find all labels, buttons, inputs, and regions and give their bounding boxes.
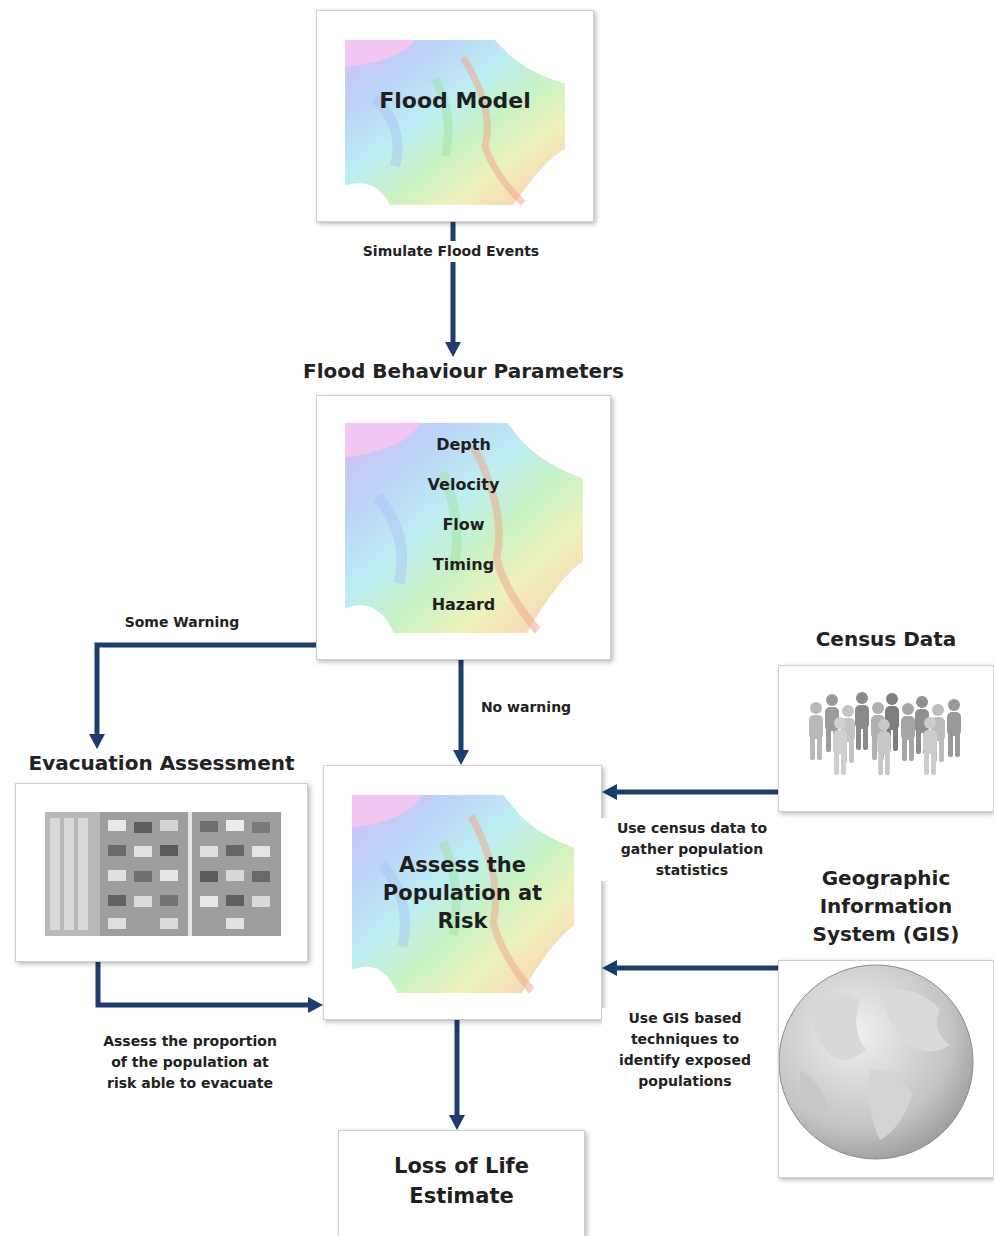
- flood-map-image: [345, 423, 583, 633]
- box-frame: [778, 960, 994, 1178]
- data-source-box: Geographic Information System (GIS): [778, 864, 994, 1178]
- box-frame: DepthVelocityFlowTimingHazard: [316, 395, 611, 660]
- arrow-head: [602, 960, 617, 976]
- node-heading: Evacuation Assessment: [5, 749, 318, 777]
- box-frame: [15, 783, 308, 962]
- arrow-line: [98, 962, 310, 1005]
- node-heading: Geographic Information System (GIS): [778, 864, 994, 948]
- arrow-head: [449, 1115, 465, 1130]
- edge-label: Use census data to gather population sta…: [599, 818, 785, 881]
- flow-arrow: [89, 645, 316, 749]
- arrow-head: [453, 750, 469, 765]
- edge-label: Some Warning: [122, 612, 243, 633]
- edge-label: Simulate Flood Events: [360, 241, 542, 262]
- edge-label: Assess the proportion of the population …: [100, 1031, 281, 1094]
- flood-map-image: [345, 40, 565, 205]
- flood-map-image: [352, 795, 574, 993]
- box-text: Velocity: [428, 465, 500, 505]
- crowd-image: [809, 692, 961, 775]
- box-text: Flood Model: [379, 87, 530, 115]
- process-box: Assess the Population at Risk: [323, 765, 602, 1020]
- data-source-box: Census Data: [778, 625, 994, 812]
- edge-label: No warning: [478, 697, 574, 718]
- flow-arrow: [602, 784, 778, 800]
- flow-arrow: [449, 1020, 465, 1130]
- flow-arrow: [453, 660, 469, 765]
- box-frame: [778, 665, 994, 812]
- parameter-box: Flood Behaviour ParametersDepthVelocityF…: [316, 357, 611, 660]
- arrow-line: [615, 790, 778, 795]
- globe-image: [779, 965, 973, 1159]
- box-frame: Assess the Population at Risk: [323, 765, 602, 1020]
- box-text: Timing: [433, 545, 494, 585]
- node-heading: Flood Behaviour Parameters: [246, 357, 681, 385]
- arrow-line: [97, 645, 316, 736]
- flow-arrow: [98, 962, 323, 1013]
- arrow-head: [308, 997, 323, 1013]
- arrow-line: [455, 1020, 460, 1117]
- edge-label: Use GIS based techniques to identify exp…: [602, 1008, 768, 1092]
- arrow-head: [89, 734, 105, 749]
- arrow-line: [615, 966, 778, 971]
- arrow-head: [602, 784, 617, 800]
- traffic-image: [45, 812, 281, 936]
- process-box: Evacuation Assessment: [15, 749, 308, 962]
- arrow-head: [445, 342, 461, 357]
- box-frame: Loss of Life Estimate: [338, 1130, 585, 1236]
- result-box: Loss of Life Estimate: [338, 1130, 585, 1236]
- flow-arrow: [602, 960, 778, 976]
- model-box: Flood Model: [316, 10, 594, 222]
- box-text: Loss of Life Estimate: [362, 1151, 562, 1211]
- box-text: Hazard: [432, 585, 496, 625]
- arrow-line: [459, 660, 464, 752]
- box-frame: Flood Model: [316, 10, 594, 222]
- box-text: Flow: [442, 505, 484, 545]
- box-text: Depth: [436, 425, 491, 465]
- box-text: Assess the Population at Risk: [357, 851, 569, 935]
- node-heading: Census Data: [778, 625, 994, 653]
